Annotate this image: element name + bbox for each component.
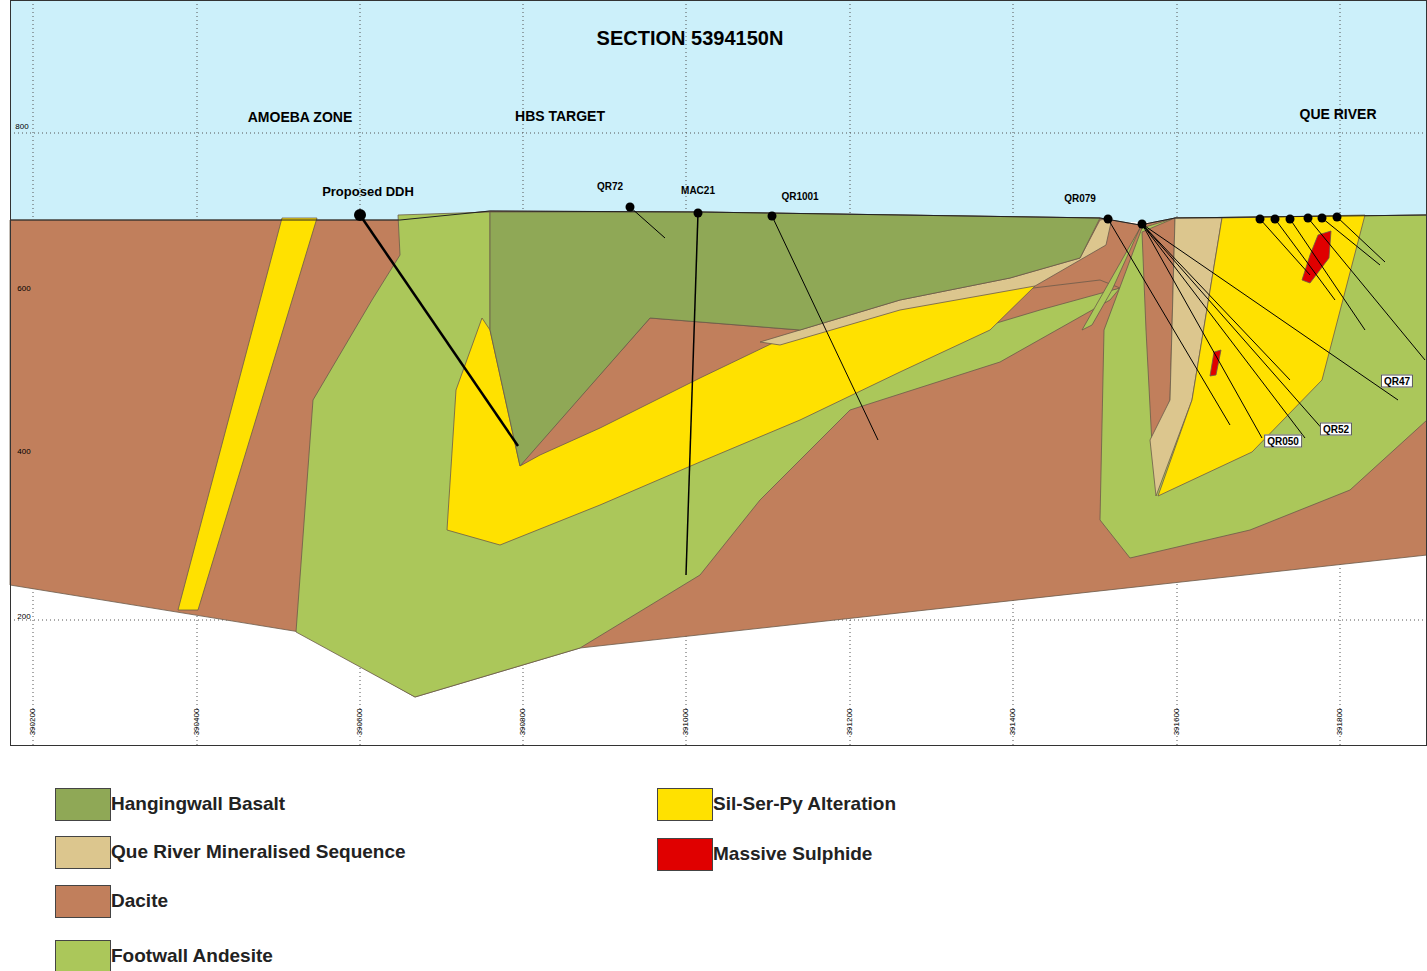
zone-label: AMOEBA ZONE: [248, 110, 352, 125]
zone-label: HBS TARGET: [515, 109, 605, 124]
drill-holes: [360, 207, 1425, 575]
dacite: [10, 211, 1427, 697]
easting-label: 390400: [193, 709, 202, 736]
easting-label: 391000: [682, 709, 691, 736]
grid: [10, 0, 1427, 745]
drillhole-label: MAC21: [681, 185, 715, 196]
drillhole-label: QR47: [1381, 375, 1413, 388]
legend-text: Massive Sulphide: [713, 844, 872, 865]
easting-label: 390600: [356, 709, 365, 736]
legend-text: Sil-Ser-Py Alteration: [713, 794, 896, 815]
massive-sulphide: [1210, 350, 1221, 376]
easting-label: 391200: [846, 709, 855, 736]
easting-label: 391400: [1009, 709, 1018, 736]
easting-label: 391600: [1173, 709, 1182, 736]
drillhole-label: QR52: [1320, 423, 1352, 436]
drillhole-label: QR72: [597, 181, 623, 192]
elevation-label: 800: [15, 123, 28, 132]
legend-swatch: [55, 836, 111, 869]
legend-swatch: [657, 838, 713, 871]
legend-swatch: [657, 788, 713, 821]
andesite: [296, 212, 1120, 697]
basalt: [490, 212, 1100, 466]
ground-surface: [10, 211, 1427, 225]
elevation-label: 600: [17, 285, 30, 294]
elevation-label: 200: [17, 613, 30, 622]
easting-label: 390200: [29, 709, 38, 736]
alteration-dyke: [178, 218, 317, 610]
easting-label: 391800: [1336, 709, 1345, 736]
legend-text: Footwall Andesite: [111, 946, 273, 967]
drillhole-label: QR1001: [781, 191, 818, 202]
section-title: SECTION 5394150N: [597, 27, 784, 49]
geology: [10, 211, 1427, 697]
collars: [354, 203, 1342, 229]
easting-label: 390800: [519, 709, 528, 736]
drillhole-label: QR079: [1064, 193, 1096, 204]
andesite-right: [1100, 215, 1427, 558]
legend-text: Hangingwall Basalt: [111, 794, 285, 815]
andesite-sliver: [1082, 228, 1140, 330]
legend-swatch: [55, 940, 111, 971]
legend-text: Que River Mineralised Sequence: [111, 842, 406, 863]
zone-label: QUE RIVER: [1299, 107, 1376, 122]
elevation-label: 400: [17, 448, 30, 457]
sky: [10, 0, 1427, 222]
drillhole-label: QR050: [1264, 435, 1302, 448]
legend-swatch: [55, 788, 111, 821]
legend-swatch: [55, 885, 111, 918]
frame: [11, 1, 1427, 746]
frame-ground: [10, 0, 1427, 745]
legend-text: Dacite: [111, 891, 168, 912]
drillhole-label: Proposed DDH: [322, 185, 414, 199]
